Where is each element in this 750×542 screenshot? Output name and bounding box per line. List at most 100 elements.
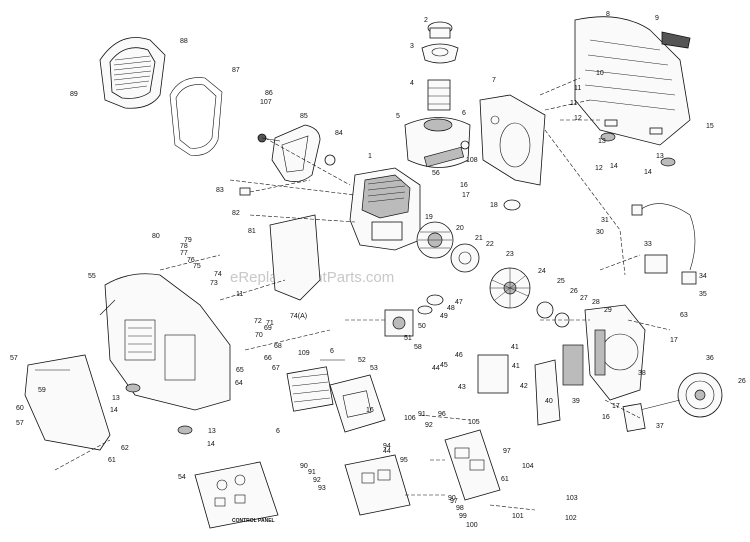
part-number-57-1: 57 bbox=[10, 355, 18, 362]
part-number-11-1: 11 bbox=[574, 85, 581, 92]
part-number-29: 29 bbox=[604, 307, 612, 314]
part-number-103: 103 bbox=[566, 495, 578, 502]
part-number-70: 70 bbox=[255, 332, 263, 339]
gasket-47 bbox=[426, 294, 444, 306]
part-number-106: 106 bbox=[404, 415, 416, 422]
part-number-53: 53 bbox=[370, 365, 378, 372]
engine-block bbox=[349, 167, 421, 251]
part-number-28: 28 bbox=[592, 299, 600, 306]
part-number-102: 102 bbox=[565, 515, 577, 522]
part-number-17-2: 17 bbox=[670, 337, 678, 344]
part-number-12-2: 12 bbox=[595, 165, 603, 172]
recoil-starter bbox=[677, 372, 723, 418]
part-number-107: 107 bbox=[260, 99, 272, 106]
part-number-33: 33 bbox=[644, 241, 652, 248]
part-number-26-2: 26 bbox=[738, 378, 746, 385]
part-number-45: 45 bbox=[440, 362, 448, 369]
fuel-valve-assembly bbox=[423, 140, 470, 168]
part-number-97-1: 97 bbox=[503, 448, 511, 455]
part-number-39: 39 bbox=[572, 398, 580, 405]
part-number-105: 105 bbox=[468, 419, 480, 426]
part-number-46: 46 bbox=[455, 352, 463, 359]
part-number-94: 94 bbox=[383, 443, 391, 450]
part-number-101: 101 bbox=[512, 513, 524, 520]
handle-cap bbox=[661, 31, 691, 49]
part-number-109: 109 bbox=[298, 350, 310, 357]
frame-53 bbox=[329, 374, 386, 433]
part-number-89: 89 bbox=[70, 91, 78, 98]
part-number-82: 82 bbox=[232, 210, 240, 217]
part-number-16-3: 16 bbox=[602, 414, 610, 421]
part-number-14-1: 14 bbox=[610, 163, 618, 170]
part-number-36: 36 bbox=[706, 355, 714, 362]
part-number-13-4: 13 bbox=[208, 428, 216, 435]
part-number-26-1: 26 bbox=[570, 288, 578, 295]
control-panel: CONTROL PANEL bbox=[194, 461, 279, 529]
part-number-61-2: 61 bbox=[501, 476, 509, 483]
part-number-93: 93 bbox=[318, 485, 326, 492]
grommet-18 bbox=[503, 199, 521, 211]
part-number-90-1: 90 bbox=[300, 463, 308, 470]
part-number-23: 23 bbox=[506, 251, 514, 258]
part-number-15: 15 bbox=[706, 123, 714, 130]
muffler-bolt bbox=[257, 133, 281, 143]
part-number-95: 95 bbox=[400, 457, 408, 464]
part-number-1: 1 bbox=[368, 153, 372, 160]
part-number-61-1: 61 bbox=[108, 457, 116, 464]
muffler-nut bbox=[324, 154, 336, 166]
part-number-6-2: 6 bbox=[330, 348, 334, 355]
part-number-24: 24 bbox=[538, 268, 546, 275]
part-number-98: 98 bbox=[456, 505, 464, 512]
fan-cover bbox=[584, 304, 646, 401]
part-number-43: 43 bbox=[458, 384, 466, 391]
part-number-84: 84 bbox=[335, 130, 343, 137]
rubber-mount-bottom bbox=[177, 425, 193, 435]
rubber-mount-left bbox=[125, 383, 141, 393]
part-number-92-1: 92 bbox=[313, 477, 321, 484]
part-number-20: 20 bbox=[456, 225, 464, 232]
part-number-72: 72 bbox=[254, 318, 262, 325]
front-housing bbox=[574, 16, 691, 146]
part-number-11-2: 11 bbox=[570, 100, 577, 107]
part-number-57-2: 57 bbox=[16, 420, 24, 427]
inner-frame-panel bbox=[479, 94, 546, 186]
part-number-90-2: 90 bbox=[448, 495, 456, 502]
part-number-19: 19 bbox=[425, 214, 433, 221]
part-number-6-1: 6 bbox=[462, 110, 466, 117]
part-number-92-2: 92 bbox=[425, 422, 433, 429]
rear-cover-grille bbox=[99, 37, 166, 109]
air-filter-element-39 bbox=[562, 344, 584, 386]
part-number-22: 22 bbox=[486, 241, 494, 248]
part-number-7: 7 bbox=[492, 77, 496, 84]
part-number-50: 50 bbox=[418, 323, 426, 330]
stator bbox=[450, 243, 480, 273]
part-number-97-2: 97 bbox=[450, 498, 458, 505]
part-number-35: 35 bbox=[699, 291, 707, 298]
part-number-5: 5 bbox=[396, 113, 400, 120]
fuel-strainer bbox=[427, 79, 451, 111]
part-number-87: 87 bbox=[232, 67, 240, 74]
part-number-18: 18 bbox=[490, 202, 498, 209]
part-number-51: 51 bbox=[404, 335, 412, 342]
starter-handle bbox=[622, 399, 681, 432]
part-number-83: 83 bbox=[216, 187, 224, 194]
part-number-17-1: 17 bbox=[462, 192, 470, 199]
rear-gasket-frame bbox=[169, 77, 223, 156]
part-number-9: 9 bbox=[655, 15, 659, 22]
part-number-63: 63 bbox=[680, 312, 688, 319]
cooling-fan bbox=[489, 267, 531, 309]
part-number-58: 58 bbox=[414, 344, 422, 351]
side-panel-55 bbox=[104, 273, 231, 411]
part-number-10: 10 bbox=[596, 70, 604, 77]
muffler-cover bbox=[271, 124, 321, 183]
part-number-67: 67 bbox=[272, 365, 280, 372]
part-number-74A: 74(A) bbox=[290, 313, 307, 320]
part-number-16-1: 16 bbox=[460, 182, 468, 189]
air-filter-40 bbox=[534, 359, 561, 426]
part-number-11-3: 11 bbox=[236, 291, 243, 298]
control-box-96 bbox=[444, 429, 501, 501]
part-number-108: 108 bbox=[466, 157, 478, 164]
part-number-12-1: 12 bbox=[574, 115, 582, 122]
